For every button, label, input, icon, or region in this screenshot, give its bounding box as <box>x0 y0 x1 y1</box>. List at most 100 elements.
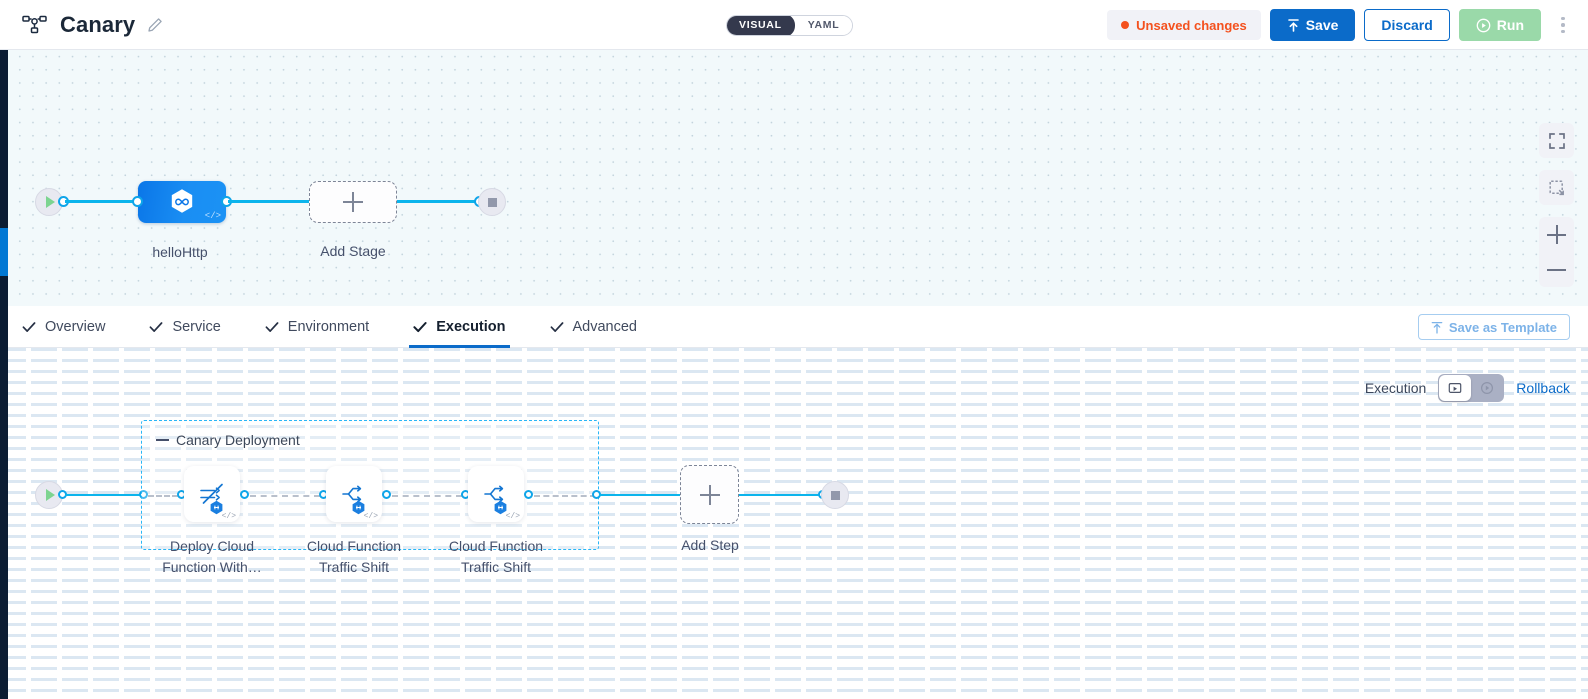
discard-button-label: Discard <box>1381 17 1433 33</box>
step-2-label: Cloud Function Traffic Shift <box>279 536 429 577</box>
kebab-menu-icon[interactable] <box>1552 9 1574 41</box>
zoom-controls[interactable] <box>1539 217 1574 287</box>
step-1-output-port[interactable] <box>240 490 249 499</box>
collapse-dash-icon[interactable] <box>156 439 169 441</box>
view-mode-toggle[interactable]: VISUAL YAML <box>726 15 854 36</box>
check-icon <box>149 321 163 333</box>
execution-link-start <box>65 493 143 497</box>
run-button[interactable]: Run <box>1458 9 1541 41</box>
stage-node-input-port[interactable] <box>132 196 143 207</box>
check-icon <box>550 321 564 333</box>
execution-toolbar-label: Execution <box>1364 380 1427 396</box>
add-step-button[interactable] <box>680 465 739 524</box>
step-node-traffic-shift-2[interactable]: </> <box>468 466 524 522</box>
save-as-template-button[interactable]: Save as Template <box>1417 314 1570 340</box>
save-button[interactable]: Save <box>1269 9 1356 41</box>
step-3-label-line2: Traffic Shift <box>460 558 532 575</box>
play-icon <box>1476 18 1491 33</box>
run-button-label: Run <box>1496 17 1524 33</box>
execution-end-node[interactable] <box>821 481 849 509</box>
stop-square-icon <box>830 490 840 500</box>
tab-overview-label: Overview <box>45 318 106 335</box>
step-group-title[interactable]: Canary Deployment <box>156 432 300 448</box>
tab-advanced-label: Advanced <box>572 318 638 335</box>
step-node-traffic-shift-1[interactable]: </> <box>326 466 382 522</box>
tab-execution-label: Execution <box>436 318 506 335</box>
step-code-badge: </> <box>505 512 520 521</box>
hexagon-badge-icon <box>493 500 508 515</box>
unsaved-dot-icon <box>1121 21 1130 29</box>
step-2-label-line2: Traffic Shift <box>318 558 390 575</box>
execution-canvas[interactable]: Canary Deployment <box>0 348 1588 699</box>
add-stage-label: Add Stage <box>320 243 386 259</box>
step-group-title-label: Canary Deployment <box>176 432 300 448</box>
tab-service[interactable]: Service <box>127 306 242 348</box>
step-node-deploy-cloud-function[interactable]: </> <box>184 466 240 522</box>
rollback-link[interactable]: Rollback <box>1516 380 1570 396</box>
step-2-label-line1: Cloud Function <box>306 538 402 554</box>
left-nav-rail <box>0 50 8 699</box>
stage-node-hellohttp[interactable]: </> <box>138 181 226 223</box>
step-code-badge: </> <box>363 512 378 521</box>
deploy-arrows-icon <box>197 481 227 507</box>
app-header: Canary VISUAL YAML Unsaved changes <box>0 0 1588 50</box>
tab-overview[interactable]: Overview <box>0 306 127 348</box>
execution-toolbar: Execution Rollback <box>1365 374 1570 402</box>
header-actions: Unsaved changes Save Discard <box>1107 0 1574 50</box>
check-icon <box>22 321 36 333</box>
group-entry-port[interactable] <box>139 490 148 499</box>
fit-to-view-icon <box>1548 179 1566 197</box>
stage-link-start <box>65 200 143 203</box>
check-icon <box>413 321 427 333</box>
group-link-0 <box>148 495 178 497</box>
execution-link-to-end <box>739 493 821 497</box>
view-mode-visual[interactable]: VISUAL <box>727 16 795 35</box>
tab-environment-label: Environment <box>287 318 370 335</box>
play-triangle-icon <box>46 489 55 501</box>
unsaved-changes-badge: Unsaved changes <box>1107 10 1261 40</box>
canvas-controls <box>1539 123 1574 287</box>
toggle-execution-option[interactable] <box>1439 375 1472 401</box>
tab-service-label: Service <box>172 318 221 335</box>
step-3-output-port[interactable] <box>524 490 533 499</box>
stage-canvas[interactable]: </> helloHttp Add Stage <box>0 50 1588 306</box>
stage-link-to-add <box>228 200 310 203</box>
step-3-label-line1: Cloud Function <box>448 538 544 554</box>
discard-button[interactable]: Discard <box>1364 9 1450 41</box>
view-mode-yaml[interactable]: YAML <box>794 16 853 35</box>
tab-execution[interactable]: Execution <box>391 306 527 348</box>
stop-square-icon <box>487 197 497 207</box>
fullscreen-button[interactable] <box>1539 123 1574 158</box>
fit-to-view-button[interactable] <box>1539 170 1574 205</box>
plus-icon <box>343 192 363 212</box>
save-button-label: Save <box>1305 17 1339 33</box>
plus-icon <box>699 484 720 505</box>
hexagon-badge-icon <box>209 500 224 515</box>
add-stage-button[interactable] <box>309 181 397 223</box>
end-stop-icon <box>478 188 506 216</box>
add-step-label: Add Step <box>681 537 739 553</box>
infinity-hexagon-icon <box>169 188 195 217</box>
stage-code-badge: </> <box>204 211 221 221</box>
toggle-rollback-option[interactable] <box>1471 375 1503 401</box>
unsaved-changes-label: Unsaved changes <box>1136 17 1247 33</box>
zoom-in-icon[interactable] <box>1547 225 1566 244</box>
tab-advanced[interactable]: Advanced <box>528 306 660 348</box>
tab-environment[interactable]: Environment <box>243 306 391 348</box>
zoom-out-icon[interactable] <box>1547 260 1566 279</box>
end-stop-icon <box>821 481 849 509</box>
step-1-label-line1: Deploy Cloud <box>169 538 255 554</box>
check-icon <box>265 321 279 333</box>
stage-node-label: helloHttp <box>152 244 208 260</box>
execution-rollback-toggle[interactable] <box>1438 374 1505 402</box>
execution-view-icon <box>1448 381 1462 395</box>
header-left-group: Canary <box>0 12 163 38</box>
execution-link-to-add-step <box>599 493 681 497</box>
group-link-1 <box>250 495 320 497</box>
fullscreen-icon <box>1548 132 1566 150</box>
rollback-view-icon <box>1480 381 1494 395</box>
step-2-output-port[interactable] <box>382 490 391 499</box>
stage-end-node[interactable] <box>478 188 506 216</box>
pencil-icon[interactable] <box>147 17 163 33</box>
